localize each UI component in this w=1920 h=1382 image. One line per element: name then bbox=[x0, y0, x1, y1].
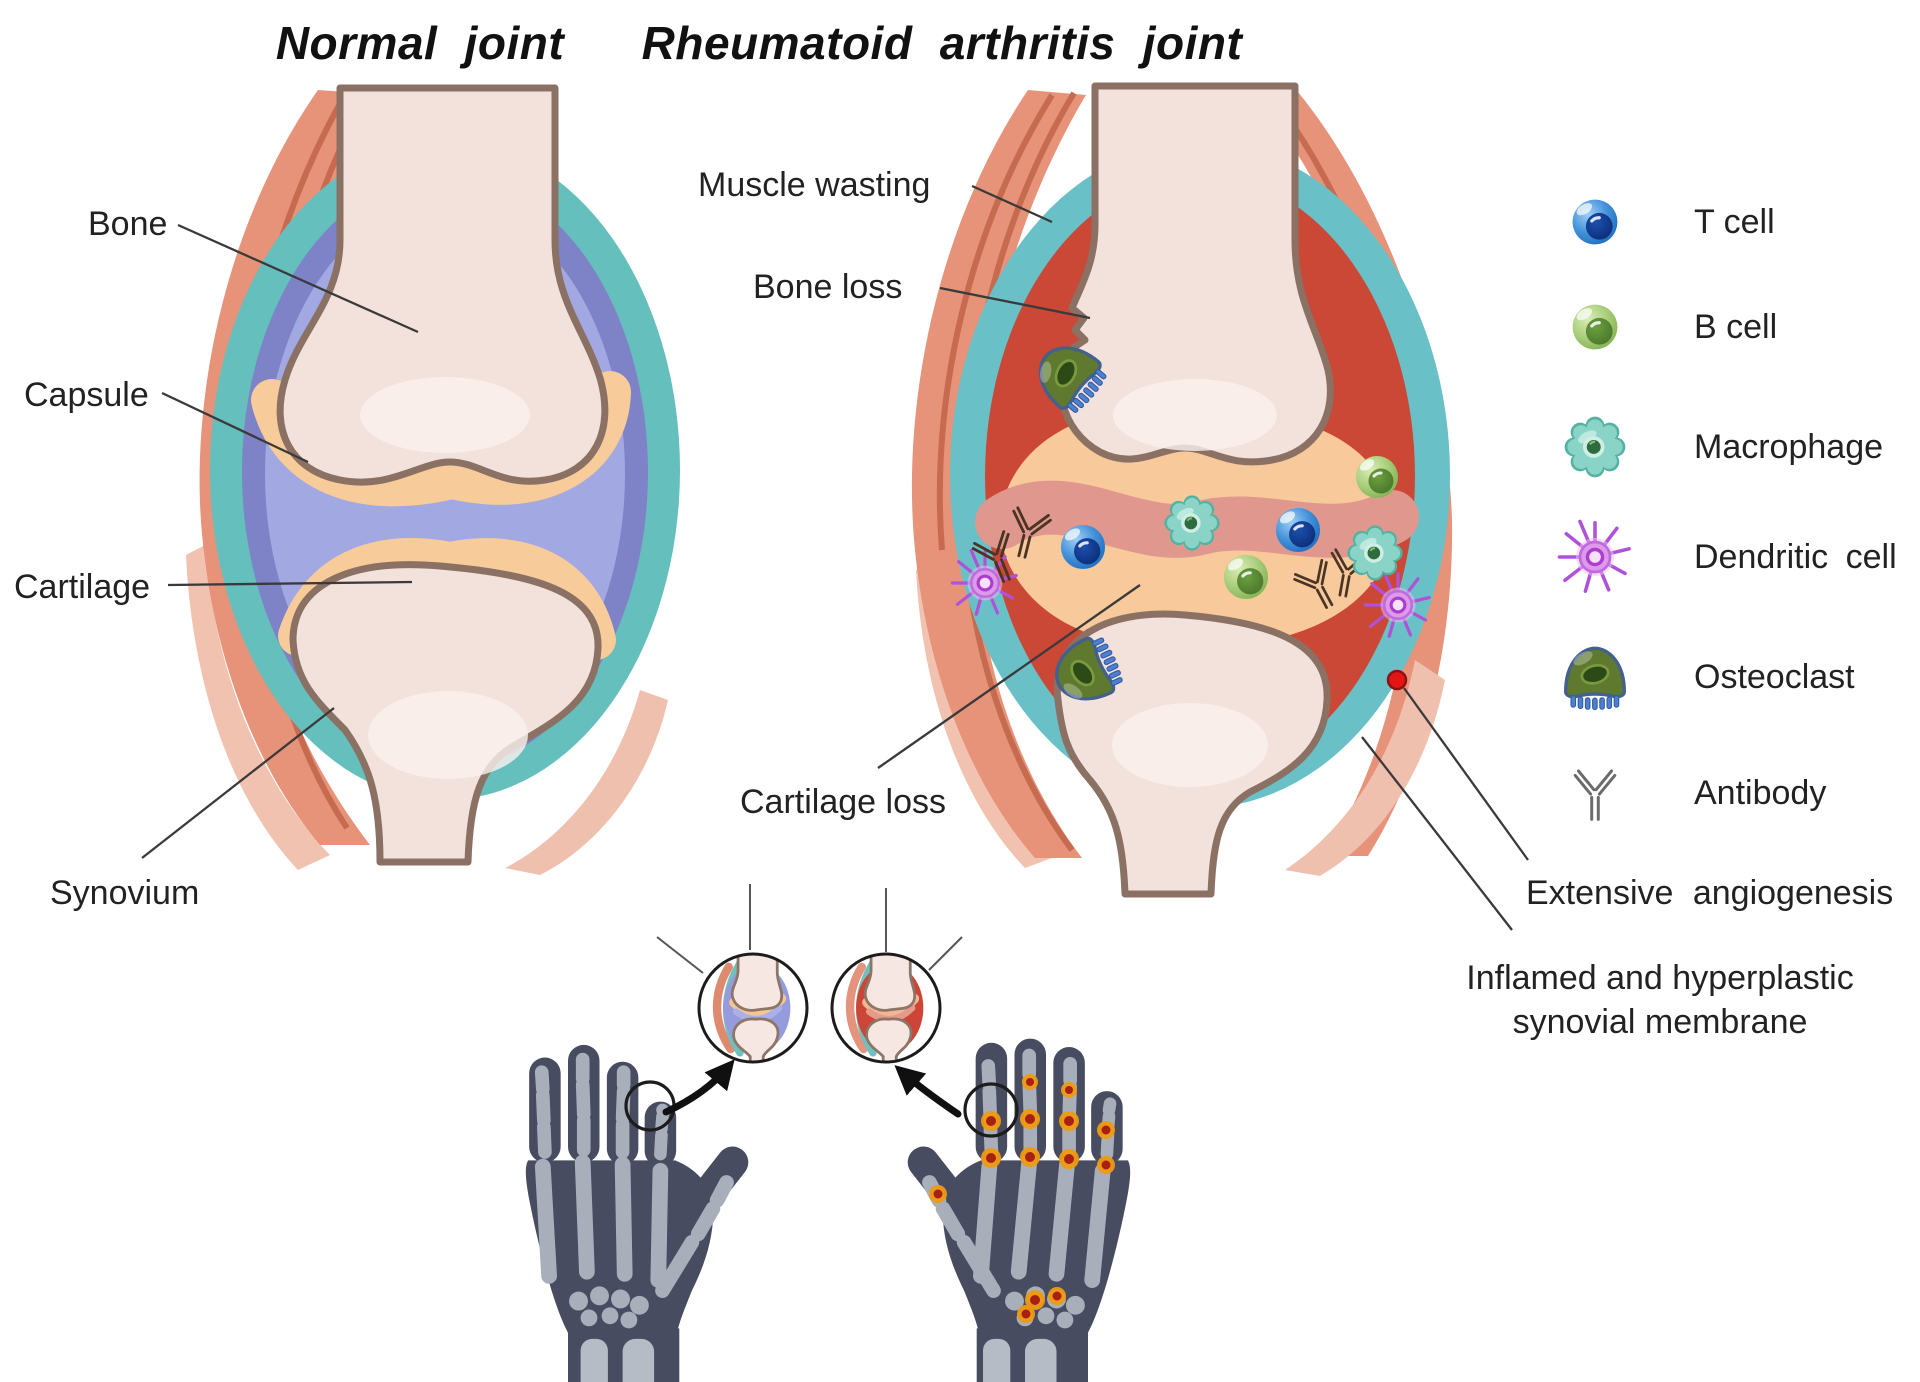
muscle-wasting-label: Muscle wasting bbox=[698, 166, 931, 204]
ra-hand-inflammation-spots bbox=[929, 1074, 1115, 1323]
legend-item-osteoclast: Osteoclast bbox=[1548, 637, 1855, 717]
normal-upper-bone bbox=[276, 84, 609, 486]
normal-hand-arrow bbox=[662, 1059, 735, 1116]
macrophage-icon bbox=[1548, 409, 1642, 485]
macrophage-icon bbox=[1162, 493, 1222, 553]
label-lines bbox=[141, 184, 1529, 931]
dendritic-cell-icon bbox=[1548, 516, 1642, 598]
cartilage-loss-label-line bbox=[877, 584, 1141, 769]
bone-loss-label: Bone loss bbox=[753, 268, 903, 306]
macrophage-icon bbox=[1345, 523, 1405, 583]
inflamed-synovium-label-line1: Inflamed and hyperplastic bbox=[1466, 959, 1854, 997]
normal-lower-bone-highlight bbox=[368, 691, 528, 779]
bone-label-line bbox=[177, 223, 419, 334]
ra-upper-bone-highlight bbox=[1113, 379, 1277, 451]
cartilage-label: Cartilage bbox=[14, 568, 151, 606]
normal-joint-illustration bbox=[186, 84, 680, 875]
normal-inset-ring bbox=[697, 952, 809, 1064]
ra-muscle-left bbox=[911, 90, 1086, 858]
synovium-label-line bbox=[141, 707, 335, 859]
ra-inset-ring bbox=[830, 952, 942, 1064]
inset-connector-lines bbox=[656, 884, 963, 974]
ra-hand-joint-circle bbox=[963, 1082, 1019, 1138]
legend-item-macrophage: Macrophage bbox=[1548, 407, 1883, 487]
ra-hand-arrow bbox=[894, 1065, 962, 1118]
cartilage-label-line bbox=[167, 580, 413, 587]
inflamed-synovium-label: Inflamed and hyperplastic synovial membr… bbox=[1455, 956, 1865, 1044]
t-cell-icon bbox=[1059, 523, 1107, 571]
ra-cells bbox=[950, 331, 1431, 713]
legend-item-antibody: Antibody bbox=[1548, 753, 1826, 833]
legend-label: Dendritic cell bbox=[1694, 537, 1897, 576]
ra-hand-xray bbox=[901, 1039, 1130, 1382]
normal-muscle bbox=[199, 90, 390, 845]
inflamed-synovium-label-line bbox=[1361, 736, 1513, 931]
legend-label: Antibody bbox=[1694, 773, 1827, 812]
legend-label: B cell bbox=[1694, 307, 1778, 346]
normal-muscle-pale bbox=[186, 545, 330, 870]
normal-tendon-pale bbox=[505, 690, 668, 875]
normal-upper-bone-highlight bbox=[360, 377, 530, 453]
ra-tendon-pale-right bbox=[1285, 660, 1445, 876]
b-cell-icon bbox=[1222, 553, 1270, 601]
osteoclast-icon bbox=[1548, 637, 1642, 717]
normal-hand-xray bbox=[526, 1045, 755, 1382]
muscle-wasting-label-line bbox=[971, 184, 1053, 224]
capsule-label: Capsule bbox=[24, 376, 149, 414]
joint-insets bbox=[656, 884, 963, 1064]
normal-joint-inset bbox=[699, 954, 807, 1062]
extensive-angiogenesis-label: Extensive angiogenesis bbox=[1526, 874, 1894, 912]
angiogenesis-dot bbox=[1386, 669, 1408, 691]
ra-joint-inset bbox=[832, 954, 940, 1062]
t-cell-icon bbox=[1548, 190, 1642, 254]
legend-item-b-cell: B cell bbox=[1548, 287, 1777, 367]
b-cell-icon bbox=[1548, 295, 1642, 359]
angiogenesis-label-line bbox=[1403, 687, 1529, 861]
t-cell-icon bbox=[1274, 506, 1322, 554]
bone-label: Bone bbox=[88, 205, 168, 243]
bone-loss-label-line bbox=[939, 286, 1091, 320]
inflamed-synovium-label-line2: synovial membrane bbox=[1512, 1003, 1808, 1041]
legend-label: T cell bbox=[1694, 202, 1775, 241]
antibody-icon bbox=[1548, 760, 1642, 826]
b-cell-icon bbox=[1354, 454, 1400, 500]
normal-joint-title: Normal joint bbox=[275, 17, 565, 69]
synovium-label: Synovium bbox=[50, 874, 200, 912]
ra-joint-title: Rheumatoid arthritis joint bbox=[641, 17, 1243, 69]
ra-lower-bone-highlight bbox=[1112, 703, 1268, 787]
ra-joint-illustration bbox=[911, 82, 1453, 898]
hand-xrays bbox=[526, 1039, 1130, 1382]
legend-item-t-cell: T cell bbox=[1548, 182, 1775, 262]
cartilage-loss-label: Cartilage loss bbox=[740, 783, 946, 821]
legend-label: Macrophage bbox=[1694, 427, 1884, 466]
legend-item-dendritic-cell: Dendritic cell bbox=[1548, 517, 1897, 597]
capsule-label-line bbox=[161, 391, 309, 464]
legend-label: Osteoclast bbox=[1694, 657, 1855, 696]
